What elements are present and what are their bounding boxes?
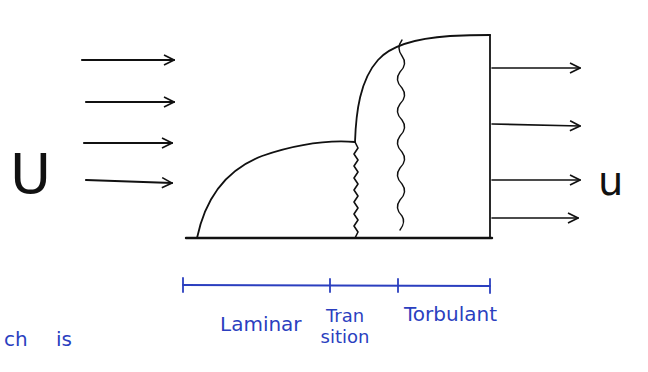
- region-label: Tran sition: [314, 306, 376, 347]
- outflow-arrows: [492, 68, 580, 218]
- inflow-arrows: [82, 60, 174, 183]
- plate: [186, 237, 492, 239]
- turbulent-line: [397, 40, 404, 230]
- laminar-edge: [197, 141, 355, 238]
- region-label: Laminar: [220, 313, 302, 336]
- boundary-layer: [186, 35, 492, 238]
- turbulent-edge: [355, 35, 490, 142]
- region-label: Torbulant: [404, 303, 497, 326]
- note-text: ch is: [4, 328, 72, 351]
- velocity-symbol: u: [598, 158, 623, 204]
- velocity-symbol: U: [10, 142, 51, 206]
- region-bracket: [183, 278, 490, 293]
- transition-line: [354, 142, 358, 238]
- outlet-profile: [489, 35, 491, 238]
